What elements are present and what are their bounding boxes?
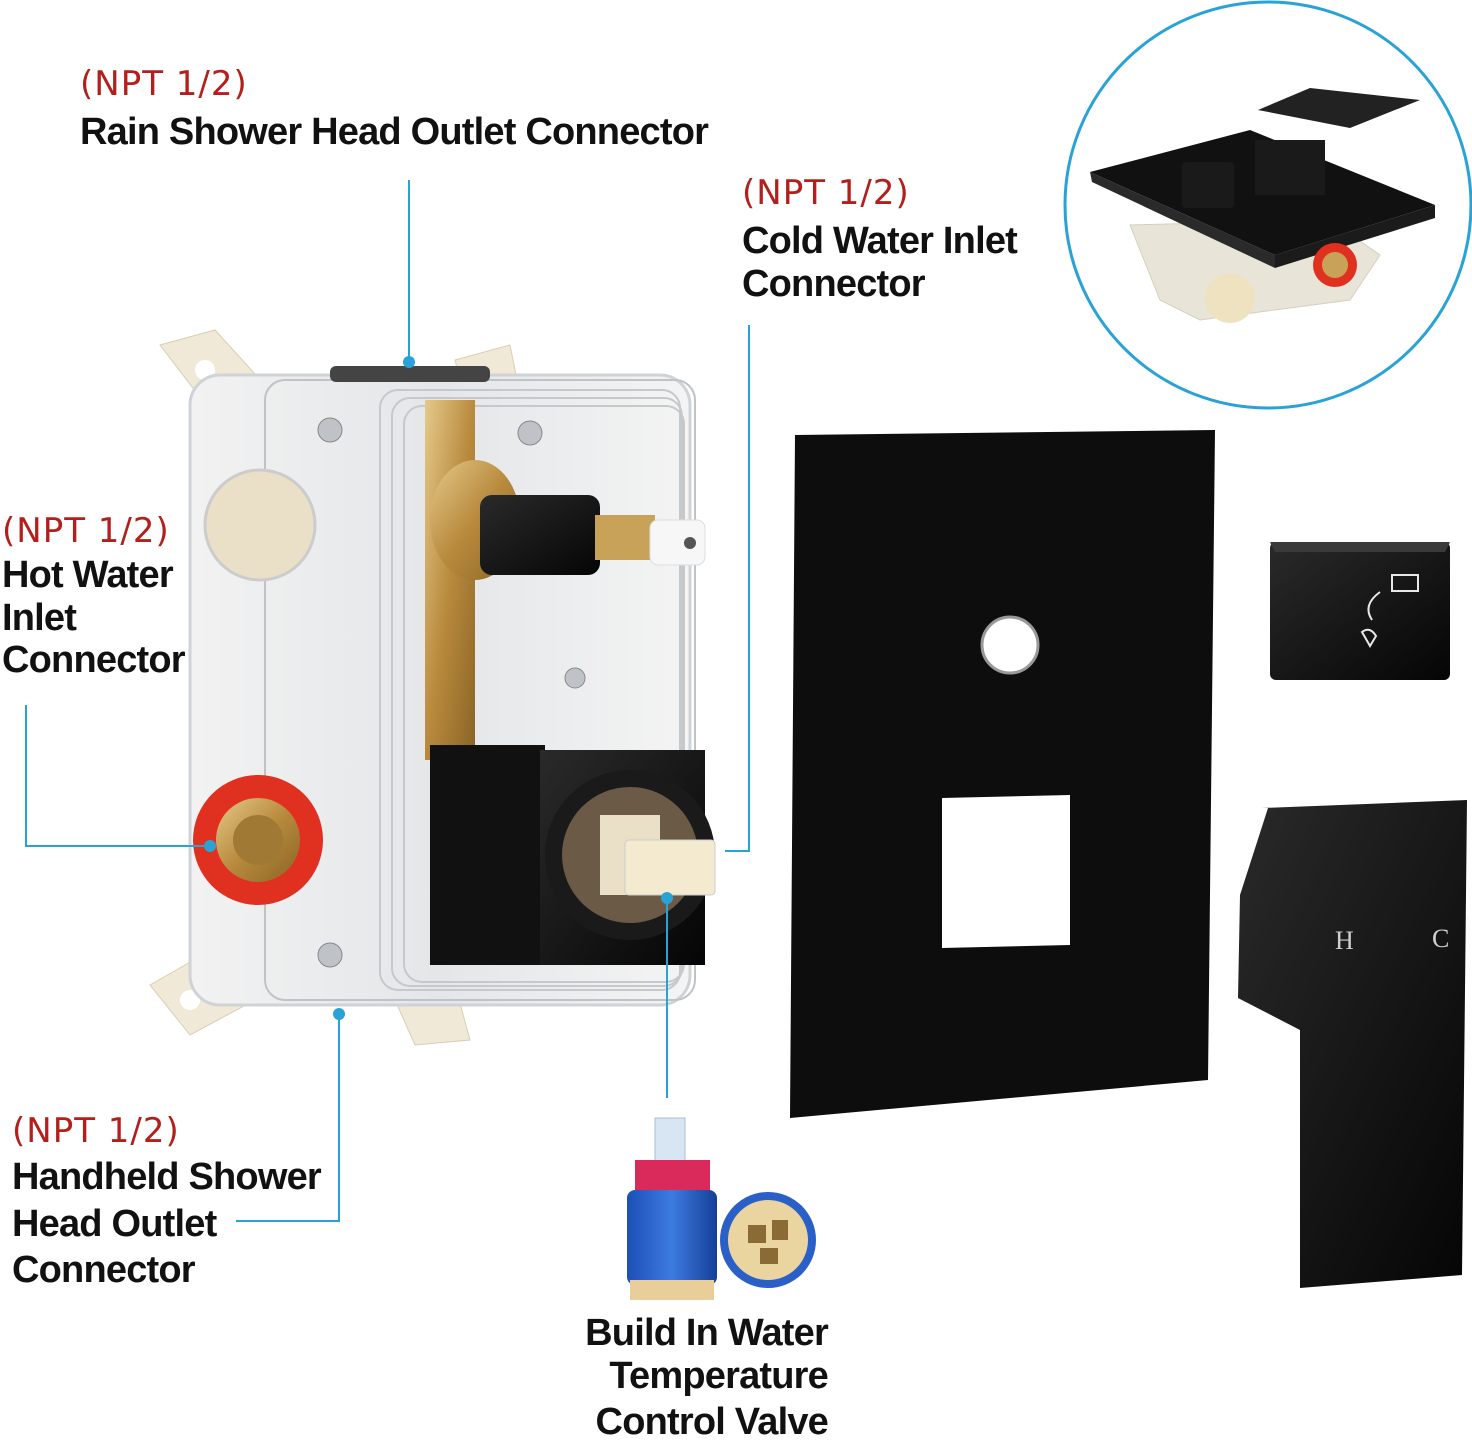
label-handheld-outlet: (NPT 1/2) Handheld Shower Head Outlet Co… <box>12 1111 322 1292</box>
name-rain-outlet: Rain Shower Head Outlet Connector <box>80 111 709 154</box>
callout-line-hot-inlet <box>25 705 27 847</box>
callout-dot-hot-inlet <box>204 840 216 852</box>
inset-photo <box>1090 88 1435 323</box>
cover-plate <box>790 430 1215 1118</box>
name-handheld-3: Connector <box>12 1249 196 1292</box>
name-handheld-2: Head Outlet <box>12 1202 217 1245</box>
label-cold-inlet: (NPT 1/2) Cold Water Inlet Connector <box>742 173 1018 305</box>
label-valve: Build In Water Temperature Control Valve <box>400 1312 829 1444</box>
cartridges <box>627 1117 816 1300</box>
spec-rain-outlet: (NPT 1/2) <box>80 64 248 104</box>
callout-line-cold-inlet <box>748 325 750 852</box>
name-hot-inlet-2: Inlet <box>2 596 77 639</box>
callout-dot-rain-outlet <box>403 356 415 368</box>
name-cold-inlet-1: Cold Water Inlet <box>742 220 1018 263</box>
label-hot-inlet: (NPT 1/2) Hot Water Inlet Connector <box>2 511 186 682</box>
diverter-knob <box>1270 542 1450 680</box>
name-valve-1: Build In Water Temperature <box>585 1312 829 1397</box>
name-handheld-1: Handheld Shower <box>12 1156 322 1199</box>
spec-handheld-outlet: (NPT 1/2) <box>12 1111 180 1151</box>
callout-line-rain-outlet <box>408 180 410 362</box>
name-hot-inlet-3: Connector <box>2 639 186 682</box>
callout-dot-valve <box>661 892 673 904</box>
spec-hot-inlet: (NPT 1/2) <box>2 511 170 551</box>
callout-dot-handheld <box>333 1008 345 1020</box>
callout-line-hot-inlet-h <box>25 845 210 847</box>
lever-handle <box>1238 800 1467 1288</box>
name-valve-2: Control Valve <box>595 1401 829 1444</box>
label-rain-outlet: (NPT 1/2) Rain Shower Head Outlet Connec… <box>80 64 709 154</box>
callout-line-handheld <box>338 1015 340 1222</box>
name-cold-inlet-2: Connector <box>742 262 926 305</box>
callout-line-cold-inlet-h <box>725 850 750 852</box>
name-hot-inlet-1: Hot Water <box>2 554 174 597</box>
callout-line-valve <box>666 898 668 1098</box>
handle-cold-letter: C <box>1432 924 1450 953</box>
handle-hot-letter: H <box>1335 926 1354 955</box>
callout-line-handheld-h <box>236 1220 340 1222</box>
spec-cold-inlet: (NPT 1/2) <box>742 173 910 213</box>
product-illustration <box>149 0 1472 1300</box>
